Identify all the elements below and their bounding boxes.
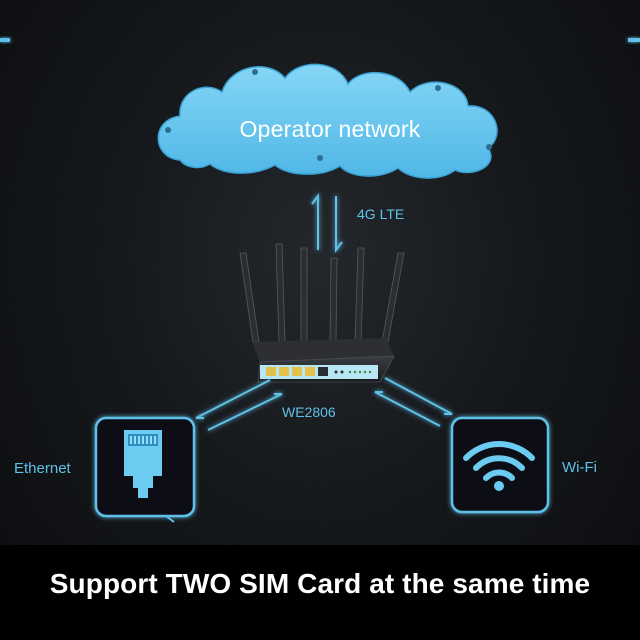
link-label: 4G LTE <box>357 206 405 222</box>
network-diagram <box>0 38 640 523</box>
wifi-node <box>450 416 550 514</box>
wifi-icon <box>463 441 535 491</box>
router-icon <box>252 338 395 383</box>
wifi-link-arrows <box>374 377 453 427</box>
ethernet-label: Ethernet <box>14 460 71 477</box>
operator-network-cloud <box>157 63 498 179</box>
cloud-label: Operator network <box>239 116 421 142</box>
caption-banner: Support TWO SIM Card at the same time <box>0 545 640 640</box>
router-model-label: WE2806 <box>282 404 336 420</box>
ethernet-port-icon <box>124 430 162 498</box>
ethernet-link-arrows <box>195 379 283 431</box>
ethernet-node <box>94 416 196 523</box>
cloud-icon <box>157 63 498 179</box>
router-antennas <box>239 243 405 343</box>
lte-link-arrows <box>311 193 343 253</box>
wifi-label: Wi-Fi <box>562 459 597 476</box>
edge-glow-marks <box>0 38 640 42</box>
caption-text: Support TWO SIM Card at the same time <box>49 568 591 599</box>
